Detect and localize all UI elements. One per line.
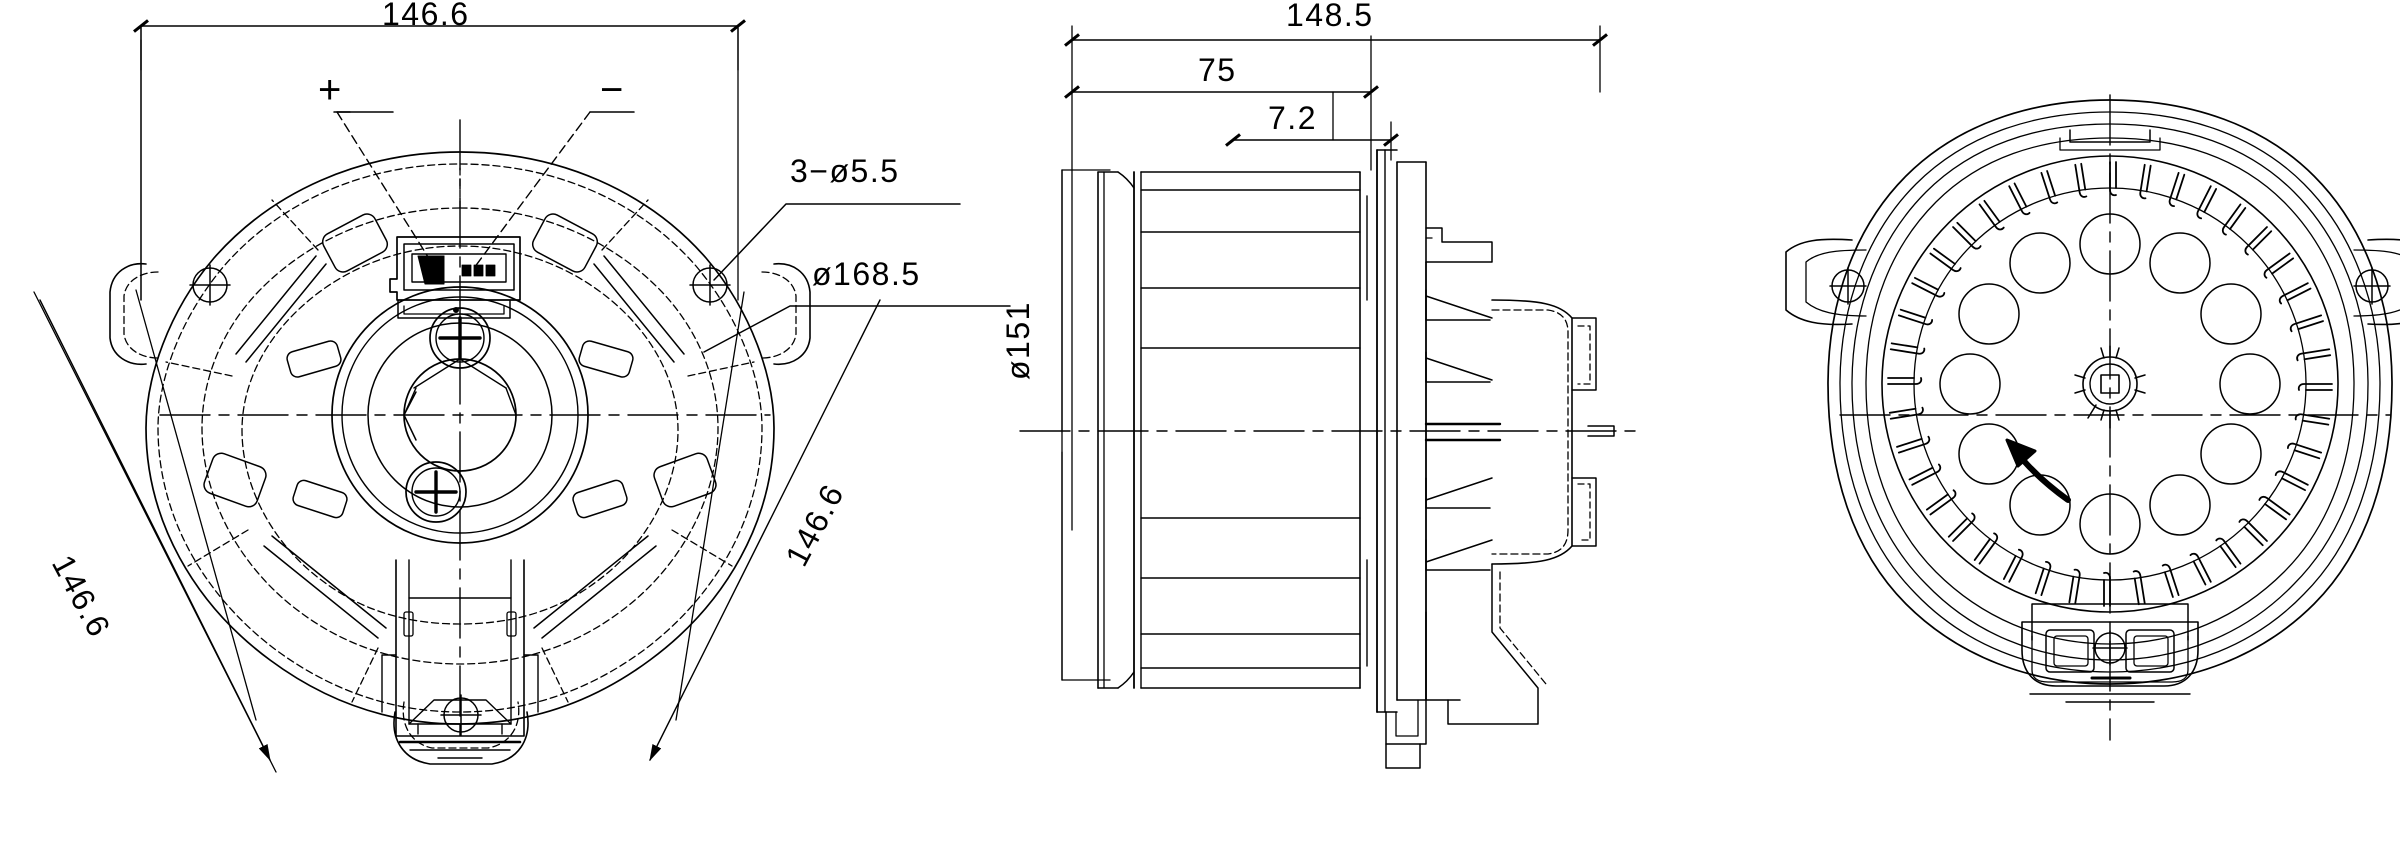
terminal-negative-label: − xyxy=(600,68,624,112)
side-view xyxy=(1019,25,1641,769)
dimension-cage-diameter: ø151 xyxy=(1000,301,1036,380)
screw-upper xyxy=(429,307,491,369)
dimension-outer-diameter: ø168.5 xyxy=(812,256,921,292)
screw-lower xyxy=(405,461,467,523)
rear-view xyxy=(1785,94,2400,741)
dimension-flange-thickness: 7.2 xyxy=(1268,100,1317,136)
dimension-mounting-holes: 3−ø5.5 xyxy=(790,153,900,189)
connector-block xyxy=(389,236,521,319)
dimension-overall-length: 148.5 xyxy=(1286,0,1374,33)
dimension-front-width: 146.6 xyxy=(382,0,470,32)
front-view xyxy=(33,19,1011,773)
bottom-bracket xyxy=(381,559,539,759)
dimension-cage-length: 75 xyxy=(1198,52,1237,88)
terminal-positive-label: + xyxy=(318,68,342,112)
